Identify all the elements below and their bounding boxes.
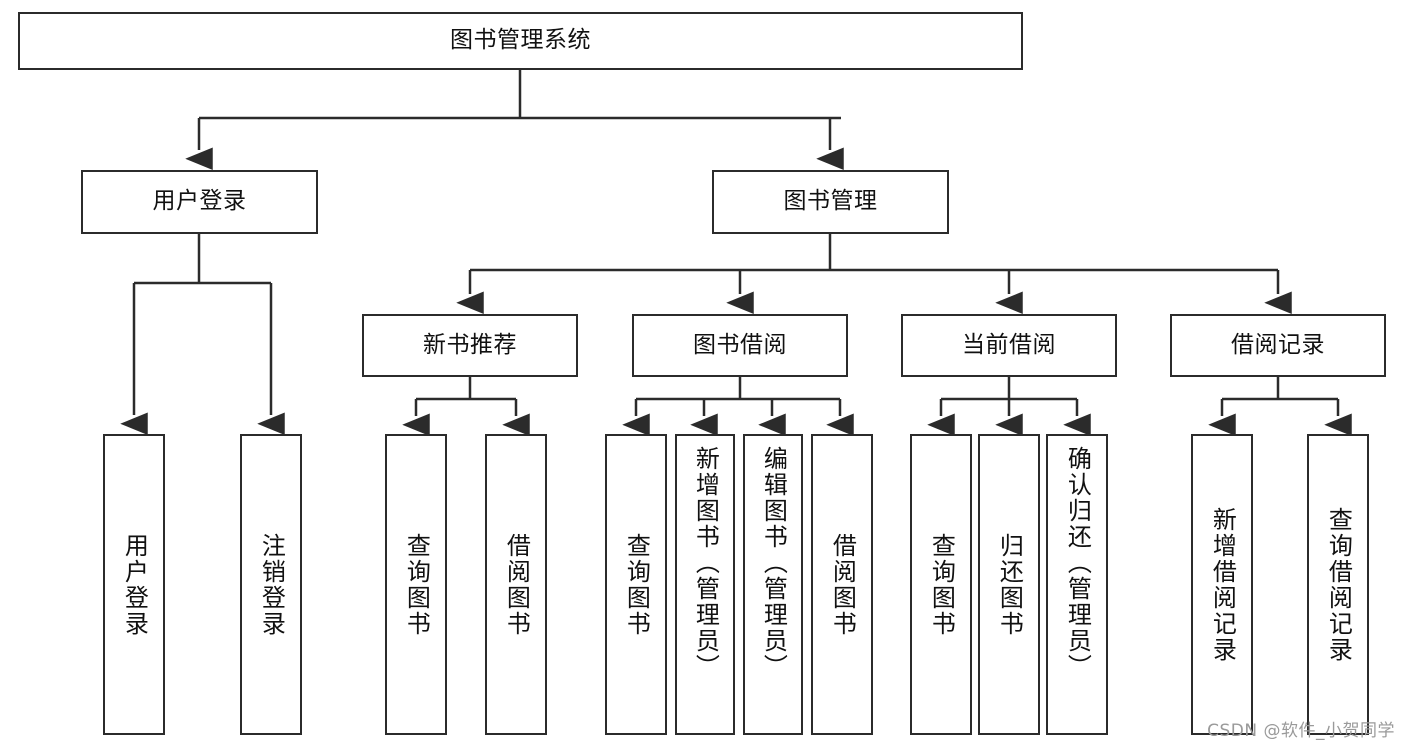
leaf-record-add-label: 新增借阅记录: [1208, 506, 1237, 663]
leaf-record-query[interactable]: 查询借阅记录: [1307, 434, 1369, 735]
leaf-borrow-query-book-label: 查询图书: [622, 532, 651, 637]
node-current-borrow[interactable]: 当前借阅: [901, 314, 1117, 377]
leaf-borrow-borrow-book[interactable]: 借阅图书: [811, 434, 873, 735]
node-book-manage[interactable]: 图书管理: [712, 170, 949, 234]
node-borrow-record[interactable]: 借阅记录: [1170, 314, 1386, 377]
node-current-borrow-label: 当前借阅: [962, 331, 1056, 358]
node-book-borrow-label: 图书借阅: [693, 331, 787, 358]
leaf-user-login[interactable]: 用户登录: [103, 434, 165, 735]
leaf-borrow-add-book[interactable]: 新增图书（管理员）: [675, 434, 735, 735]
node-root-label: 图书管理系统: [450, 27, 591, 54]
node-borrow-record-label: 借阅记录: [1231, 331, 1325, 358]
leaf-current-return-book[interactable]: 归还图书: [978, 434, 1040, 735]
leaf-current-confirm-return[interactable]: 确认归还（管理员）: [1046, 434, 1108, 735]
leaf-current-query-book-label: 查询图书: [927, 532, 956, 637]
leaf-newbook-query-book-label: 查询图书: [402, 532, 431, 637]
leaf-newbook-query-book[interactable]: 查询图书: [385, 434, 447, 735]
node-new-book-recommend-label: 新书推荐: [423, 331, 517, 358]
leaf-current-query-book[interactable]: 查询图书: [910, 434, 972, 735]
leaf-borrow-edit-book-label: 编辑图书（管理员）: [759, 446, 788, 680]
leaf-user-login-label: 用户登录: [120, 532, 149, 637]
leaf-borrow-query-book[interactable]: 查询图书: [605, 434, 667, 735]
leaf-logout-label: 注销登录: [257, 532, 286, 637]
leaf-current-return-book-label: 归还图书: [995, 532, 1024, 637]
node-root[interactable]: 图书管理系统: [18, 12, 1023, 70]
leaf-newbook-borrow-book-label: 借阅图书: [502, 532, 531, 637]
node-user-login-label: 用户登录: [152, 188, 247, 215]
leaf-current-confirm-return-label: 确认归还（管理员）: [1063, 446, 1092, 680]
node-book-manage-label: 图书管理: [783, 188, 878, 215]
node-user-login[interactable]: 用户登录: [81, 170, 318, 234]
leaf-borrow-borrow-book-label: 借阅图书: [828, 532, 857, 637]
leaf-borrow-add-book-label: 新增图书（管理员）: [691, 446, 720, 680]
node-book-borrow[interactable]: 图书借阅: [632, 314, 848, 377]
leaf-newbook-borrow-book[interactable]: 借阅图书: [485, 434, 547, 735]
watermark: CSDN @软件_小贺同学: [1207, 721, 1395, 741]
leaf-record-query-label: 查询借阅记录: [1324, 506, 1353, 663]
leaf-borrow-edit-book[interactable]: 编辑图书（管理员）: [743, 434, 803, 735]
node-new-book-recommend[interactable]: 新书推荐: [362, 314, 578, 377]
leaf-logout[interactable]: 注销登录: [240, 434, 302, 735]
leaf-record-add[interactable]: 新增借阅记录: [1191, 434, 1253, 735]
